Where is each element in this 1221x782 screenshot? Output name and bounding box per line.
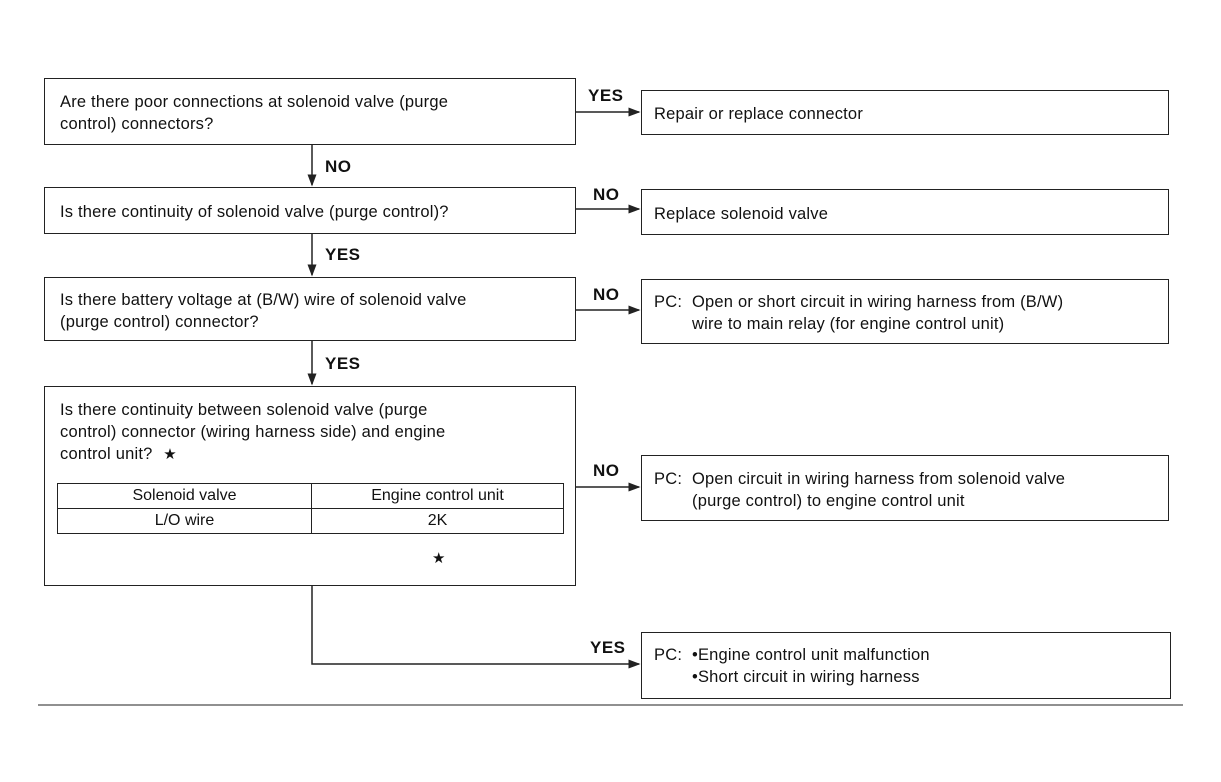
label-yes-final: YES bbox=[590, 638, 626, 657]
result-box-3: PC: Open or short circuit in wiring harn… bbox=[641, 279, 1169, 344]
label-no-3: NO bbox=[593, 285, 620, 304]
result-1-text: Repair or replace connector bbox=[654, 105, 864, 123]
star-icon: ★ bbox=[163, 446, 177, 463]
question-1-line-2: control) connectors? bbox=[60, 115, 214, 133]
table-row: L/O wire 2K bbox=[57, 508, 564, 534]
label-no-2: NO bbox=[593, 185, 620, 204]
star-icon: ★ bbox=[432, 550, 446, 567]
question-4-line-1: Is there continuity between solenoid val… bbox=[60, 401, 428, 419]
result-4-line-1: Open circuit in wiring harness from sole… bbox=[692, 470, 1066, 488]
final-item-2: •Short circuit in wiring harness bbox=[692, 668, 920, 686]
table-cell: 2K bbox=[311, 508, 564, 534]
label-yes-1: YES bbox=[588, 86, 624, 105]
question-3-line-1: Is there battery voltage at (B/W) wire o… bbox=[60, 291, 467, 309]
table-header-cell: Engine control unit bbox=[311, 483, 564, 509]
question-4-line-3: control unit? ★ bbox=[60, 443, 575, 466]
result-box-4: PC: Open circuit in wiring harness from … bbox=[641, 455, 1169, 521]
final-item-1: •Engine control unit malfunction bbox=[692, 646, 930, 664]
question-3-line-2: (purge control) connector? bbox=[60, 313, 259, 331]
question-box-2: Is there continuity of solenoid valve (p… bbox=[44, 187, 576, 234]
question-box-1: Are there poor connections at solenoid v… bbox=[44, 78, 576, 145]
result-2-text: Replace solenoid valve bbox=[654, 205, 829, 223]
table-header-row: Solenoid valve Engine control unit bbox=[57, 483, 564, 509]
table-header-cell: Solenoid valve bbox=[57, 483, 312, 509]
result-3-prefix: PC: bbox=[654, 293, 683, 311]
question-2-text: Is there continuity of solenoid valve (p… bbox=[60, 203, 449, 221]
result-box-2: Replace solenoid valve bbox=[641, 189, 1169, 235]
arrow-yes-final bbox=[311, 586, 641, 669]
result-3-line-2: wire to main relay (for engine control u… bbox=[692, 315, 1005, 333]
continuity-table: Solenoid valve Engine control unit L/O w… bbox=[57, 483, 564, 534]
result-4-line-2: (purge control) to engine control unit bbox=[692, 492, 965, 510]
label-yes-2: YES bbox=[325, 245, 361, 264]
table-cell: L/O wire bbox=[57, 508, 312, 534]
question-4-line-3-text: control unit? bbox=[60, 445, 153, 463]
result-box-1: Repair or replace connector bbox=[641, 90, 1169, 135]
label-yes-3: YES bbox=[325, 354, 361, 373]
result-3-line-1: Open or short circuit in wiring harness … bbox=[692, 293, 1064, 311]
label-no-4: NO bbox=[593, 461, 620, 480]
question-1-line-1: Are there poor connections at solenoid v… bbox=[60, 93, 449, 111]
result-box-final: PC: •Engine control unit malfunction •Sh… bbox=[641, 632, 1171, 699]
final-prefix: PC: bbox=[654, 646, 683, 664]
question-box-3: Is there battery voltage at (B/W) wire o… bbox=[44, 277, 576, 341]
question-4-line-2: control) connector (wiring harness side)… bbox=[60, 423, 446, 441]
label-no-1: NO bbox=[325, 157, 352, 176]
result-4-prefix: PC: bbox=[654, 470, 683, 488]
